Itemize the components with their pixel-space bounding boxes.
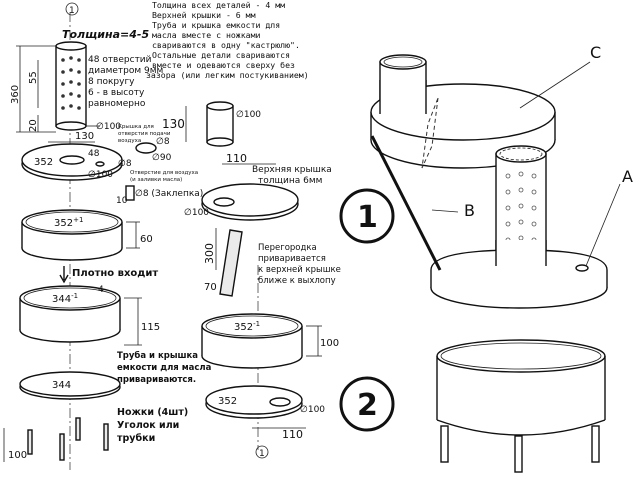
partition-dim-70: 70 bbox=[204, 282, 217, 293]
assembly-label-b: B bbox=[464, 201, 475, 220]
air-lid: Крышка для отверстия подачи воздуха ∅8 ∅… bbox=[118, 124, 172, 163]
top-lid-note-line: Верхняя крышка bbox=[252, 165, 332, 175]
pipe-thickness-label: Толщина=4-5 bbox=[62, 28, 149, 41]
fits-tight-label: Плотно входит bbox=[72, 268, 158, 279]
legs: Ножки (4шт) Уголок или трубки 100 bbox=[3, 407, 188, 462]
dim-20: 20 bbox=[28, 119, 39, 132]
assembly-number-2: 2 bbox=[357, 388, 378, 423]
top-lid-dia-100: ∅100 bbox=[184, 208, 209, 218]
legs-note-line: Уголок или bbox=[117, 420, 179, 431]
header-note-line: вместе и одеваются сверху без bbox=[152, 60, 295, 70]
axis-mark-bottom: 1 bbox=[259, 449, 265, 459]
partition: 300 70 Перегородка приваривается к верхн… bbox=[203, 228, 341, 297]
short-pipe-dia-100: ∅100 bbox=[236, 110, 261, 120]
partition-note-line: ближе к выхлопу bbox=[258, 276, 336, 286]
short-pipe-dim-130: 130 bbox=[162, 117, 185, 131]
plate-dim-48: 48 bbox=[88, 149, 100, 159]
air-hole-note-line: Отверстие для воздуха bbox=[130, 170, 198, 176]
weld-note: Труба и крышка емкости для масла привари… bbox=[117, 350, 212, 385]
air-lid-dia-8: ∅8 bbox=[156, 137, 170, 147]
rivet-dim-10: 10 bbox=[116, 196, 128, 206]
header-note-line: Верхней крышки - 6 мм bbox=[152, 10, 256, 20]
dim-360: 360 bbox=[10, 85, 21, 104]
plate-dia-100: ∅100 bbox=[88, 170, 113, 180]
oil-bottom-plate: 344 bbox=[19, 371, 121, 400]
holes-note-line: 8 покругу bbox=[88, 77, 135, 87]
oil-bottom-dia: 344 bbox=[52, 380, 71, 391]
ring-352-top: 352-1 100 bbox=[201, 313, 339, 369]
air-lid-note-line: Крышка для bbox=[118, 124, 154, 130]
air-lid-dia-90: ∅90 bbox=[152, 153, 172, 163]
header-note-line: свариваются в одну "кастрюлю". bbox=[152, 40, 300, 50]
partition-note-line: к верхней крышке bbox=[258, 265, 341, 275]
header-note: Толщина всех деталей - 4 мм Верхней крыш… bbox=[146, 0, 309, 80]
ring1-height: 60 bbox=[140, 234, 153, 245]
header-note-line: Труба и крышка емкости для bbox=[152, 20, 280, 30]
ring3-dia: 352-1 bbox=[234, 320, 260, 333]
mid-plate-dia-352: 352 bbox=[218, 396, 237, 407]
header-note-line: Толщина всех деталей - 4 мм bbox=[152, 0, 285, 10]
assembly-label-c: C bbox=[590, 43, 601, 62]
ring1-dia: 352+1 bbox=[54, 216, 83, 229]
assembly-number-1: 1 bbox=[357, 200, 378, 235]
ring2-dia: 344-1 bbox=[52, 292, 78, 305]
mid-plate-dim-110: 110 bbox=[282, 428, 303, 441]
header-note-line: Остальные детали свариваются bbox=[152, 50, 290, 60]
ring-352: 352+1 60 bbox=[21, 209, 153, 261]
weld-note-line: привариваются. bbox=[117, 375, 196, 385]
air-hole-note-line: (и заливки масла) bbox=[130, 177, 182, 183]
fits-tight-note: Плотно входит bbox=[59, 266, 158, 284]
legs-note-line: трубки bbox=[117, 433, 155, 444]
perforated-pipe: Толщина=4-5 360 55 20 48 отверстий диаме… bbox=[10, 28, 163, 133]
air-lid-note-line: воздуха bbox=[118, 138, 141, 144]
ring2-height: 115 bbox=[141, 322, 160, 333]
assembly-view: C B A 1 2 bbox=[339, 43, 633, 473]
axis-mark-top: 1 bbox=[69, 6, 75, 16]
legs-note-line: Ножки (4шт) bbox=[117, 407, 188, 418]
top-lid-note-line: толщина 6мм bbox=[258, 176, 322, 186]
dim-55: 55 bbox=[28, 71, 39, 84]
holes-note-line: 6 - в высоту bbox=[88, 88, 145, 98]
bottom-plate: 130 352 48 ∅100 ∅8 Отверстие для воздуха… bbox=[21, 131, 203, 206]
plate-dia-352: 352 bbox=[34, 157, 53, 168]
assembly-label-a: A bbox=[622, 167, 633, 186]
ring-344: 344-1 4 115 bbox=[19, 285, 160, 346]
weld-note-line: емкости для масла bbox=[117, 363, 212, 373]
holes-note-line: равномерно bbox=[88, 99, 146, 109]
plate-dia-8: ∅8 bbox=[118, 159, 132, 169]
holes-note-line: 48 отверстий bbox=[88, 55, 152, 65]
ring2-thickness: 4 bbox=[98, 285, 104, 295]
header-note-line: зазора (или легким постукиванием) bbox=[146, 70, 309, 80]
top-lid-dim-110: 110 bbox=[226, 152, 247, 165]
pipe-dia-100: ∅100 bbox=[96, 122, 121, 132]
partition-dim-300: 300 bbox=[203, 243, 216, 264]
partition-note-line: Перегородка bbox=[258, 243, 317, 253]
dim-130: 130 bbox=[75, 131, 94, 142]
ring3-height: 100 bbox=[320, 338, 339, 349]
weld-note-line: Труба и крышка bbox=[117, 350, 198, 361]
top-lid: 110 Верхняя крышка толщина 6мм ∅100 bbox=[184, 152, 332, 221]
mid-plate-dia-100: ∅100 bbox=[300, 405, 325, 415]
mid-plate: 352 ∅100 110 bbox=[205, 385, 325, 441]
rivet-note: ∅8 (Заклепка) bbox=[135, 189, 203, 199]
holes-note-line: диаметром 9мм bbox=[88, 66, 163, 76]
partition-note-line: приваривается bbox=[258, 254, 326, 264]
air-lid-note-line: отверстия подачи bbox=[118, 131, 171, 137]
short-pipe: 130 ∅100 bbox=[162, 101, 261, 147]
header-note-line: масла вместе с ножками bbox=[152, 30, 261, 40]
legs-dim-100: 100 bbox=[8, 450, 27, 461]
